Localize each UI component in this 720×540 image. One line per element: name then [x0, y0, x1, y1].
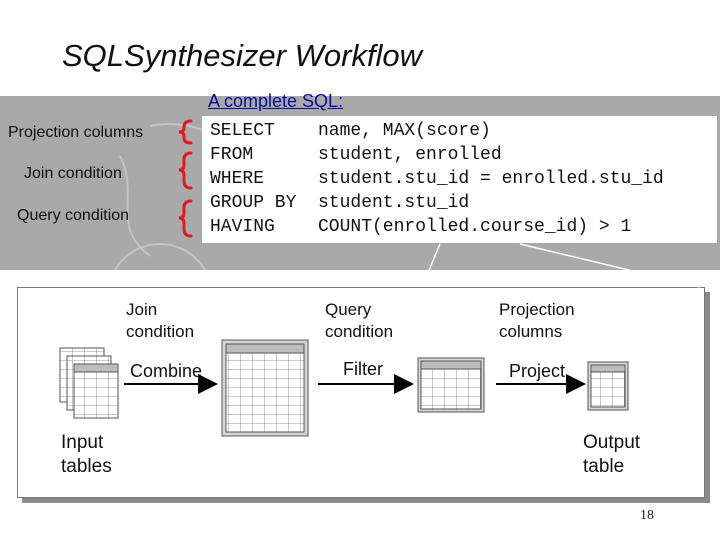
- label-line: Output: [583, 432, 641, 453]
- label-line: condition: [126, 322, 195, 341]
- query-condition-step-label: Query condition: [325, 299, 393, 343]
- sql-line-group-by: GROUP BY student.stu_id: [210, 193, 469, 213]
- brace-projection-icon: [178, 119, 193, 145]
- projection-columns-step-label: Projection columns: [499, 299, 575, 343]
- label-line: columns: [499, 322, 563, 341]
- sql-keyword: HAVING: [210, 217, 275, 237]
- sql-clause: student.stu_id = enrolled.stu_id: [318, 169, 664, 189]
- sql-clause: student.stu_id: [318, 193, 470, 213]
- sql-keyword: FROM: [210, 145, 254, 165]
- sql-clause: COUNT(enrolled.course_id) > 1: [318, 217, 632, 237]
- page-number: 18: [640, 508, 654, 523]
- query-condition-label: Query condition: [17, 207, 130, 224]
- combined-table-icon: [221, 339, 309, 437]
- projection-columns-label: Projection columns: [8, 124, 144, 141]
- brace-query-icon: [178, 199, 193, 238]
- output-table-label: Output table: [583, 431, 640, 479]
- join-condition-label: Join condition: [24, 165, 122, 182]
- sql-code-box: [202, 116, 717, 243]
- sql-heading: A complete SQL:: [208, 91, 344, 111]
- sql-keyword: WHERE: [210, 169, 265, 189]
- input-tables-label: Input tables: [61, 431, 112, 479]
- slide-title: SQLSynthesizer Workflow: [62, 38, 423, 73]
- curly-braces: [178, 119, 193, 238]
- label-line: Join: [126, 300, 158, 319]
- project-label: Project: [509, 361, 566, 381]
- sql-clause: student, enrolled: [318, 145, 502, 165]
- output-table-icon: [587, 361, 629, 411]
- label-line: Input: [61, 432, 104, 453]
- input-tables-icon: [59, 347, 119, 419]
- label-line: Query: [325, 300, 372, 319]
- label-line: tables: [61, 456, 112, 477]
- filter-label: Filter: [343, 359, 383, 379]
- join-condition-step-label: Join condition: [126, 299, 194, 343]
- sql-line-where: WHERE student.stu_id = enrolled.stu_id: [210, 169, 664, 189]
- sql-line-from: FROM student, enrolled: [210, 145, 502, 165]
- sql-keyword: SELECT: [210, 121, 275, 141]
- filtered-table-icon: [417, 357, 485, 413]
- label-line: table: [583, 456, 625, 477]
- sql-clause: name, MAX(score): [318, 121, 491, 141]
- brace-join-icon: [178, 151, 193, 190]
- label-line: condition: [325, 322, 394, 341]
- sql-keyword: GROUP BY: [210, 193, 297, 213]
- combine-label: Combine: [130, 361, 203, 381]
- label-line: Projection: [499, 300, 575, 319]
- sql-line-having: HAVING COUNT(enrolled.course_id) > 1: [210, 217, 631, 237]
- sql-line-select: SELECT name, MAX(score): [210, 121, 491, 141]
